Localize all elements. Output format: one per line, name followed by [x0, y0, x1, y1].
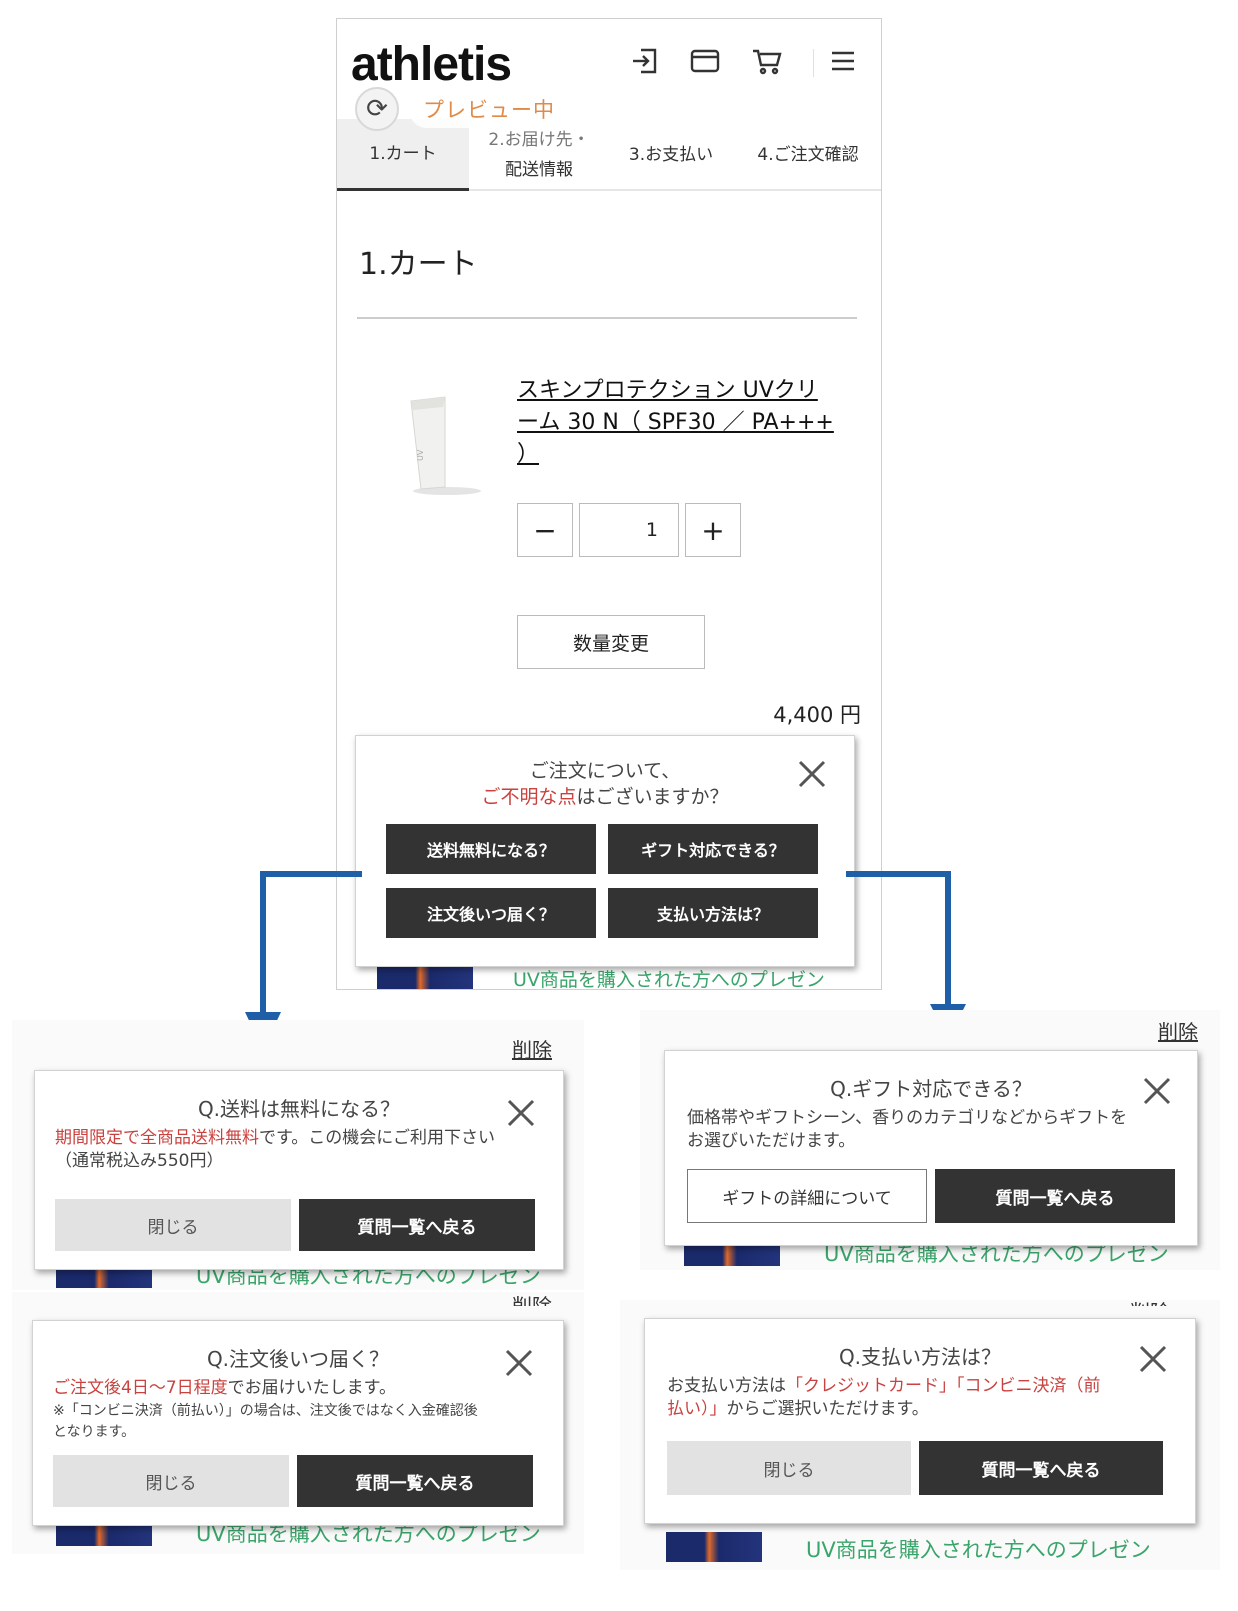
- product-price: 4,400 円: [773, 703, 861, 727]
- cart-icon[interactable]: [749, 43, 785, 79]
- gift-details-button[interactable]: ギフトの詳細について: [687, 1169, 927, 1223]
- answer-panel-delivery: 削除 UV商品を購入された方へのプレゼン Q.注文後いつ届く？ ご注文後4日〜7…: [12, 1292, 584, 1554]
- svg-text:UV: UV: [416, 449, 425, 461]
- close-button[interactable]: 閉じる: [55, 1199, 291, 1251]
- banner-image: [377, 965, 473, 989]
- answer-body: ご注文後4日〜7日程度でお届けいたします。: [53, 1378, 396, 1398]
- delete-link[interactable]: 削除: [1158, 1020, 1198, 1044]
- faq-popup: ご注文について、 ご不明な点はございますか？ 送料無料になる？ ギフト対応できる…: [355, 735, 855, 967]
- faq-title-line2: ご不明な点はございますか？: [481, 786, 729, 808]
- promo-banner[interactable]: UV商品を購入された方へのプレゼン: [684, 1236, 1204, 1266]
- login-icon[interactable]: [627, 43, 663, 79]
- increase-button[interactable]: +: [685, 503, 741, 557]
- faq-shipping-button[interactable]: 送料無料になる？: [386, 824, 596, 874]
- step-cart[interactable]: 1.カート: [337, 119, 469, 191]
- divider: [357, 317, 857, 319]
- answer-title: Q.注文後いつ届く？: [206, 1347, 390, 1371]
- close-icon[interactable]: [796, 758, 828, 790]
- back-to-questions-button[interactable]: 質問一覧へ戻る: [919, 1441, 1163, 1495]
- quantity-stepper: − 1 +: [517, 503, 741, 557]
- step-payment[interactable]: 3.お支払い: [628, 145, 714, 165]
- quantity-field[interactable]: 1: [579, 503, 679, 557]
- banner-text: UV商品を購入された方へのプレゼン: [513, 969, 825, 990]
- close-icon[interactable]: [1141, 1075, 1173, 1107]
- close-button[interactable]: 閉じる: [667, 1441, 911, 1495]
- product-image[interactable]: UV: [399, 391, 489, 501]
- back-to-questions-button[interactable]: 質問一覧へ戻る: [299, 1199, 535, 1251]
- close-icon[interactable]: [1137, 1343, 1169, 1375]
- delete-link[interactable]: 削除: [1130, 1296, 1170, 1306]
- banner-text: UV商品を購入された方へのプレゼン: [824, 1242, 1169, 1266]
- faq-payment-button[interactable]: 支払い方法は？: [608, 888, 818, 938]
- banner-image: [666, 1532, 762, 1562]
- decrease-button[interactable]: −: [517, 503, 573, 557]
- product-name-link[interactable]: スキンプロテクション UVクリ ーム 30 N（ SPF30 ／ PA+++ ）: [517, 378, 834, 467]
- answer-popup: Q.支払い方法は？ お支払い方法は「クレジットカード」「コンビニ決済（前 払い）…: [644, 1318, 1196, 1524]
- answer-panel-shipping: 削除 UV商品を購入された方へのプレゼン Q.送料は無料になる？ 期間限定で全商…: [12, 1020, 584, 1290]
- preview-badge[interactable]: ⟳ プレビュー中: [355, 85, 569, 133]
- menu-icon[interactable]: [825, 43, 861, 79]
- answer-popup: Q.送料は無料になる？ 期間限定で全商品送料無料です。この機会にご利用下さい （…: [34, 1070, 564, 1270]
- answer-title: Q.支払い方法は？: [838, 1345, 1002, 1369]
- promo-banner[interactable]: UV商品を購入された方へのプレゼン: [377, 965, 877, 990]
- logo[interactable]: athletis: [351, 38, 512, 91]
- answer-title: Q.送料は無料になる？: [197, 1097, 401, 1121]
- answer-body: 価格帯やギフトシーン、香りのカテゴリなどからギフトを お選びいただけます。: [687, 1108, 1128, 1151]
- answer-panel-gift: 削除 UV商品を購入された方へのプレゼン Q.ギフト対応できる？ 価格帯やギフト…: [640, 1010, 1220, 1270]
- card-icon[interactable]: [687, 43, 723, 79]
- answer-note: ※「コンビニ決済（前払い）」の場合は、注文後ではなく入金確認後 となります。: [53, 1403, 478, 1440]
- checkout-steps: 1.カート 2.お届け先・ 配送情報 3.お支払い 4.ご注文確認: [337, 119, 881, 191]
- back-to-questions-button[interactable]: 質問一覧へ戻る: [297, 1455, 533, 1507]
- refresh-icon[interactable]: ⟳: [355, 87, 399, 131]
- header-divider: [813, 49, 814, 77]
- answer-popup: Q.ギフト対応できる？ 価格帯やギフトシーン、香りのカテゴリなどからギフトを お…: [664, 1050, 1198, 1246]
- banner-text: UV商品を購入された方へのプレゼン: [196, 1522, 541, 1546]
- promo-banner[interactable]: UV商品を購入された方へのプレゼン: [666, 1532, 1206, 1562]
- change-quantity-button[interactable]: 数量変更: [517, 615, 705, 669]
- preview-label: プレビュー中: [409, 90, 569, 128]
- faq-gift-button[interactable]: ギフト対応できる？: [608, 824, 818, 874]
- delete-link[interactable]: 削除: [512, 1038, 552, 1062]
- phone-screen: athletis 1.カート 2.お届け先・ 配送情報 3.お支払い 4.ご注文…: [336, 18, 882, 990]
- delete-link[interactable]: 削除: [512, 1294, 552, 1306]
- page-title: 1.カート: [359, 247, 478, 282]
- answer-body: 期間限定で全商品送料無料です。この機会にご利用下さい （通常税込み550円）: [55, 1128, 495, 1171]
- promo-banner[interactable]: UV商品を購入された方へのプレゼン: [56, 1516, 576, 1546]
- step-shipping[interactable]: 2.お届け先・ 配送情報: [488, 130, 590, 180]
- answer-body: お支払い方法は「クレジットカード」「コンビニ決済（前 払い）」からご選択いただけ…: [667, 1376, 1101, 1419]
- back-to-questions-button[interactable]: 質問一覧へ戻る: [935, 1169, 1175, 1223]
- close-icon[interactable]: [505, 1097, 537, 1129]
- answer-panel-payment: 削除 UV商品を購入された方へのプレゼン Q.支払い方法は？ お支払い方法は「ク…: [620, 1300, 1220, 1570]
- step-confirm[interactable]: 4.ご注文確認: [757, 145, 859, 165]
- answer-popup: Q.注文後いつ届く？ ご注文後4日〜7日程度でお届けいたします。 ※「コンビニ決…: [32, 1320, 564, 1526]
- banner-text: UV商品を購入された方へのプレゼン: [806, 1538, 1151, 1562]
- answer-title: Q.ギフト対応できる？: [830, 1077, 1032, 1101]
- faq-delivery-button[interactable]: 注文後いつ届く？: [386, 888, 596, 938]
- faq-title-line1: ご注文について、: [529, 760, 681, 782]
- close-button[interactable]: 閉じる: [53, 1455, 289, 1507]
- close-icon[interactable]: [503, 1347, 535, 1379]
